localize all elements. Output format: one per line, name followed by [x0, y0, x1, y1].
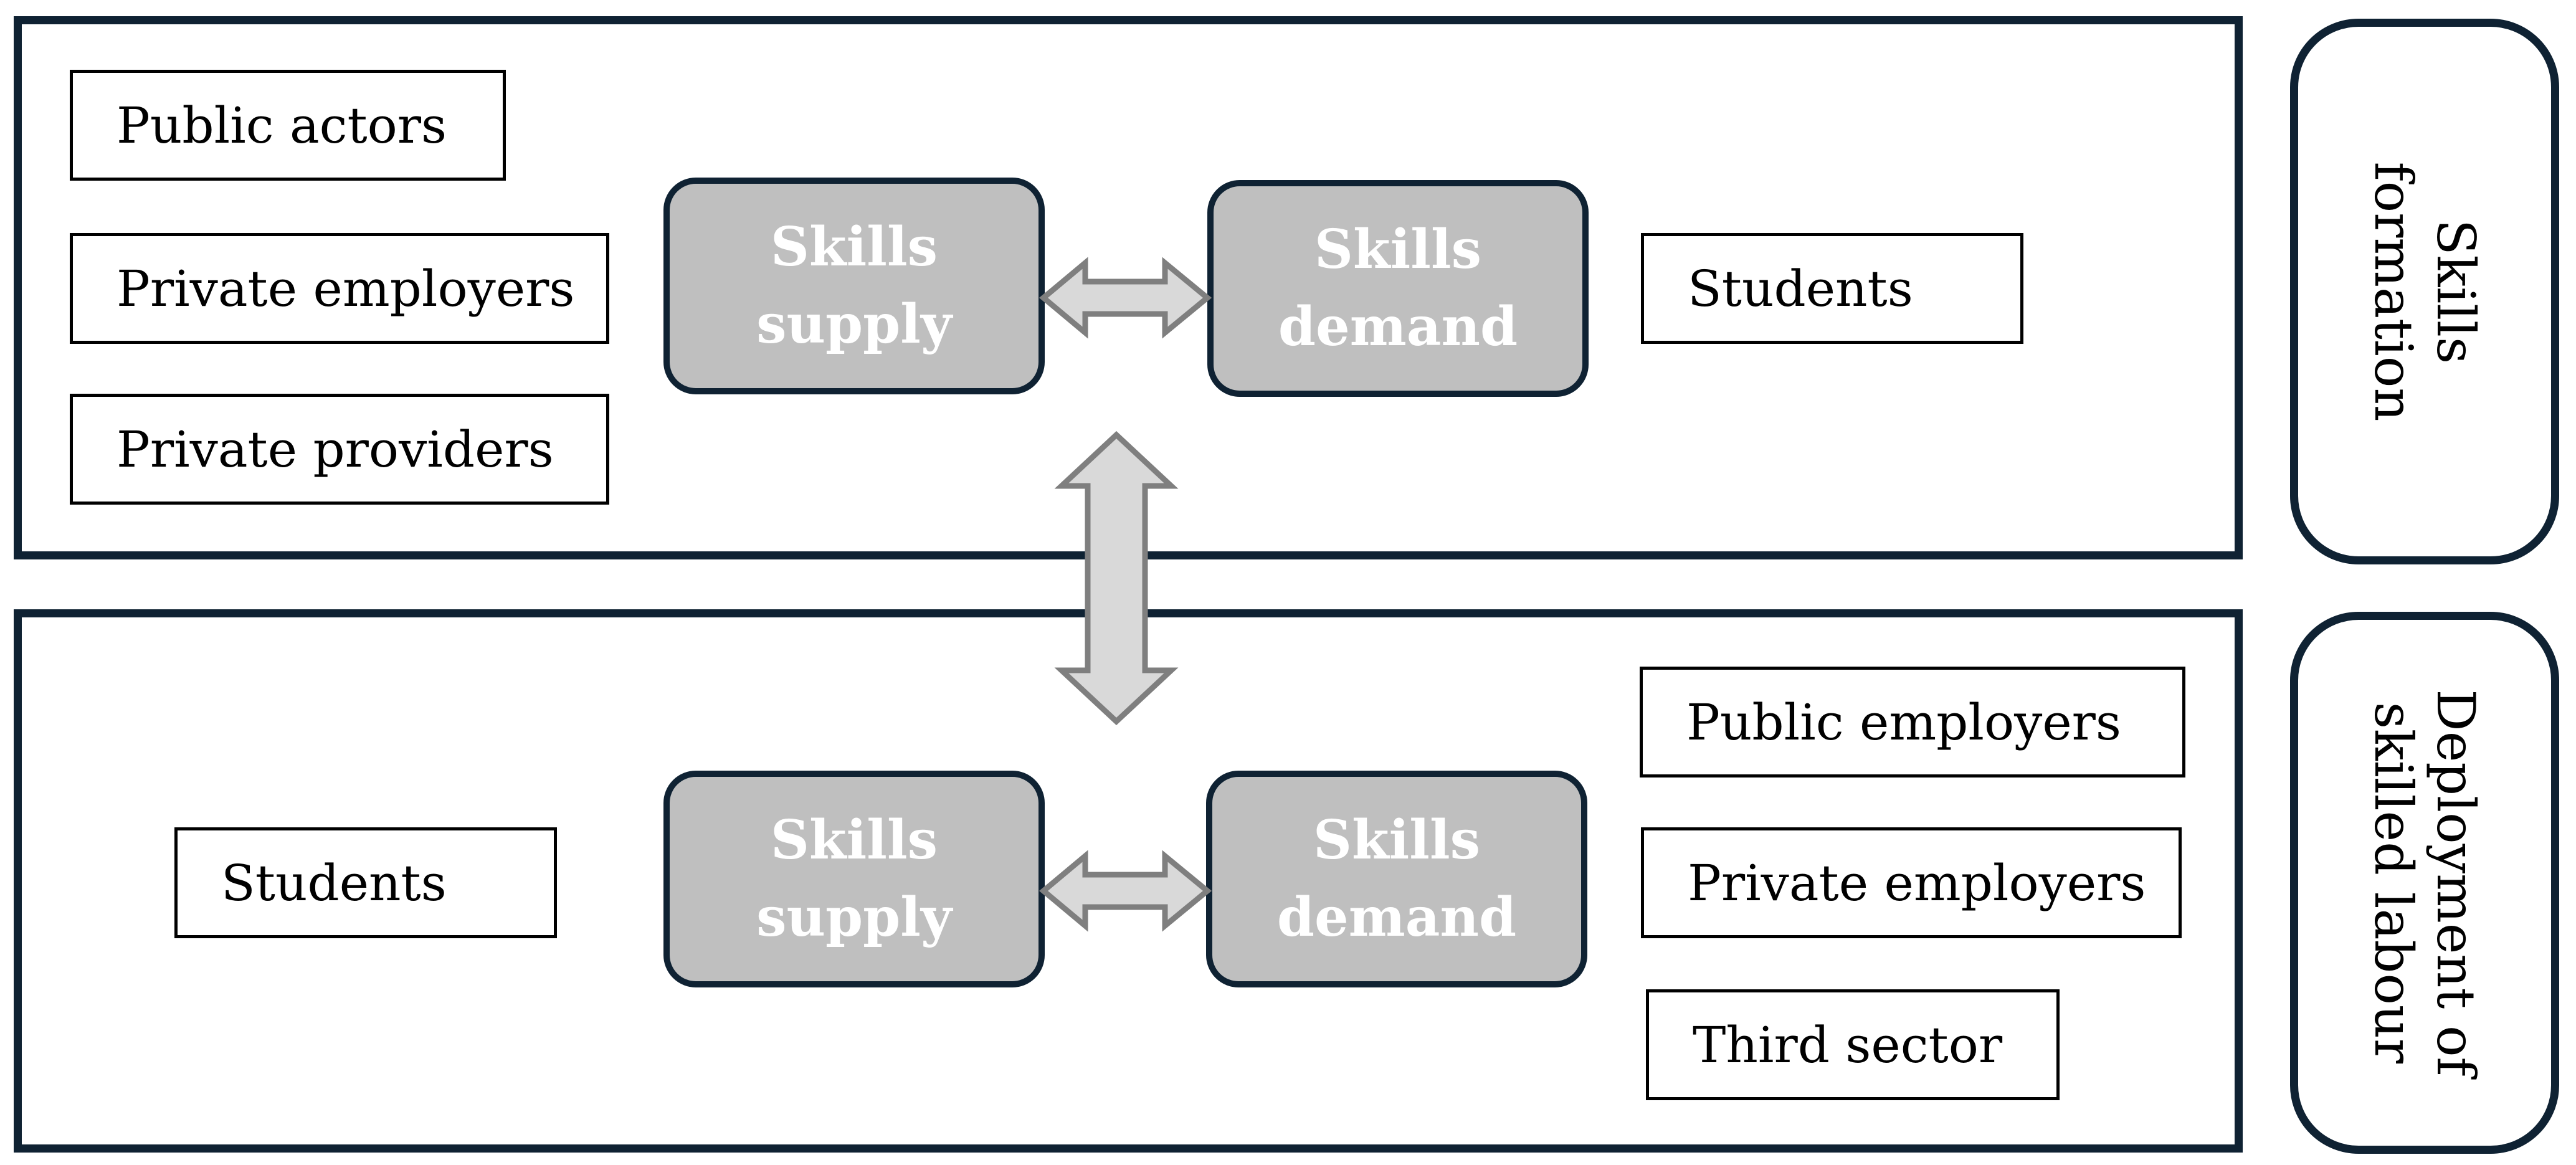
skills-supply-node: Skills supply: [663, 771, 1045, 987]
node-subtitle: demand: [1278, 295, 1518, 358]
node-title: Skills: [1313, 809, 1481, 872]
skills-demand-node: Skills demand: [1206, 771, 1587, 987]
actor-third-sector: Third sector: [1646, 989, 2060, 1100]
actor-private-employers: Private employers: [1641, 827, 2182, 938]
deployment-label-box: Deployment of skilled labour: [2290, 612, 2559, 1154]
node-subtitle: demand: [1276, 886, 1517, 949]
actor-students: Students: [1641, 233, 2023, 344]
supply-demand-arrow-top: [1038, 257, 1212, 339]
skills-formation-label-box: Skills formation: [2290, 19, 2559, 564]
skills-demand-node: Skills demand: [1207, 180, 1589, 397]
node-title: Skills: [1314, 218, 1482, 281]
actor-public-employers: Public employers: [1640, 667, 2185, 777]
node-subtitle: supply: [756, 886, 952, 949]
node-title: Skills: [770, 216, 938, 278]
node-subtitle: supply: [756, 293, 952, 356]
actor-private-providers: Private providers: [70, 394, 609, 505]
actor-students: Students: [174, 827, 557, 938]
actor-private-employers: Private employers: [70, 233, 609, 344]
actor-public-actors: Public actors: [70, 70, 506, 181]
supply-demand-arrow-bottom: [1038, 850, 1212, 932]
formation-deployment-arrow: [1054, 430, 1179, 726]
skills-supply-node: Skills supply: [663, 178, 1045, 394]
node-title: Skills: [770, 809, 938, 872]
